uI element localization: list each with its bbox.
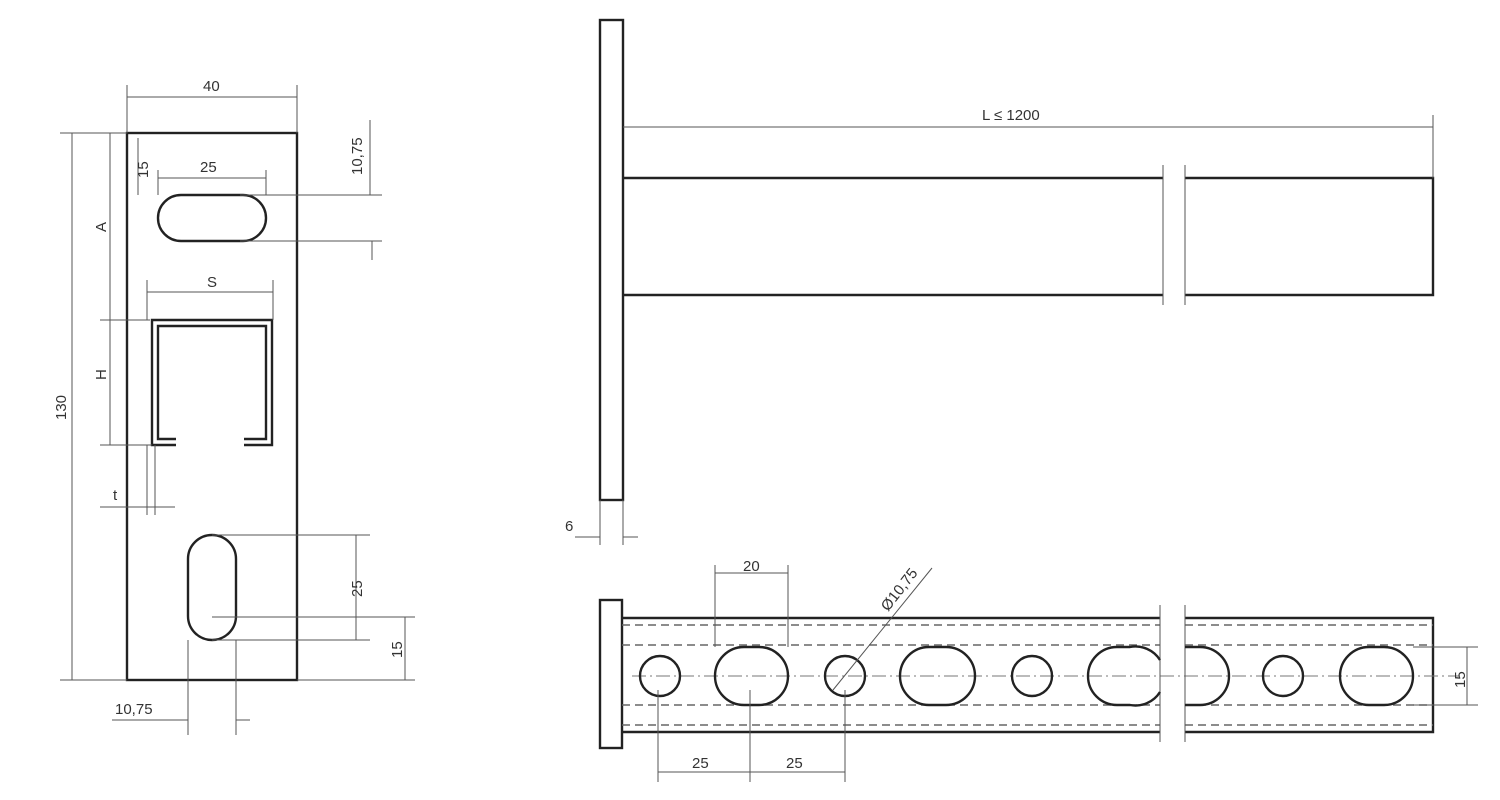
plate-thickness-label: 6: [565, 518, 573, 535]
thickness-dimension-line: [100, 445, 175, 515]
break-lines: [1162, 165, 1186, 305]
elevation-view: L ≤ 1200 6: [565, 18, 1435, 545]
top-offset-label: 10,75: [349, 137, 366, 175]
width-label: 40: [203, 78, 220, 95]
diameter-leader: [832, 567, 933, 691]
slot-hole: [1338, 645, 1415, 707]
round-hole: [638, 654, 682, 698]
plan-mounting-plate: [598, 598, 624, 750]
round-hole: [1010, 654, 1054, 698]
pitch-dimension-line: [657, 690, 846, 782]
lower-edge-label: 10,75: [115, 701, 153, 718]
plan-view: 20 Ø10,75 25 25 15: [598, 558, 1478, 782]
slot-width-dimension-line: [714, 565, 789, 647]
a-label: A: [93, 222, 110, 232]
slot-length-label: 25: [200, 159, 217, 176]
length-dimension-line: [623, 115, 1434, 178]
top-offset-dimension-line: [240, 120, 382, 260]
height-dimension-line: [60, 132, 127, 681]
thickness-label: t: [113, 487, 118, 504]
slot-hole: [1086, 645, 1162, 707]
plan-break-lines: [1159, 605, 1186, 742]
lower-edge-dimension-line: [112, 640, 250, 735]
slot-hole: [713, 645, 790, 707]
slot-hole: [1185, 645, 1231, 707]
height-label: 130: [53, 395, 70, 420]
pitch-2-label: 25: [786, 755, 803, 772]
slot-dimension-line: [137, 138, 267, 195]
width-dimension-line: [126, 85, 298, 133]
hidden-lines: [622, 624, 1433, 726]
h-label: H: [93, 369, 110, 380]
top-slot: [156, 193, 268, 243]
lower-slot-offset-label: 15: [389, 641, 406, 658]
mounting-plate: [598, 18, 625, 502]
slot-width-label: 20: [743, 558, 760, 575]
beam-outline: [623, 176, 1435, 297]
a-h-dimension-line: [100, 133, 152, 446]
slot-hole: [898, 645, 977, 707]
s-dimension-line: [146, 280, 274, 320]
slot-edge-label: 15: [135, 161, 152, 178]
plan-beam-outline: [622, 616, 1435, 734]
channel-profile: [150, 318, 274, 447]
length-label: L ≤ 1200: [982, 107, 1040, 124]
hole-row-dimension-line: [1413, 646, 1478, 706]
end-plate-view: 40 130 A H S 25 15 10,75 t 25 15 10,75: [53, 78, 415, 735]
hole-row-label: 15: [1452, 671, 1469, 688]
plate-thickness-dimension-line: [575, 500, 638, 545]
round-hole: [1261, 654, 1305, 698]
pitch-1-label: 25: [692, 755, 709, 772]
lower-slot: [186, 533, 238, 642]
lower-slot-dimension-line: [212, 534, 415, 681]
lower-slot-length-label: 25: [349, 580, 366, 597]
s-label: S: [207, 274, 217, 291]
end-plate-outline: [125, 131, 299, 682]
